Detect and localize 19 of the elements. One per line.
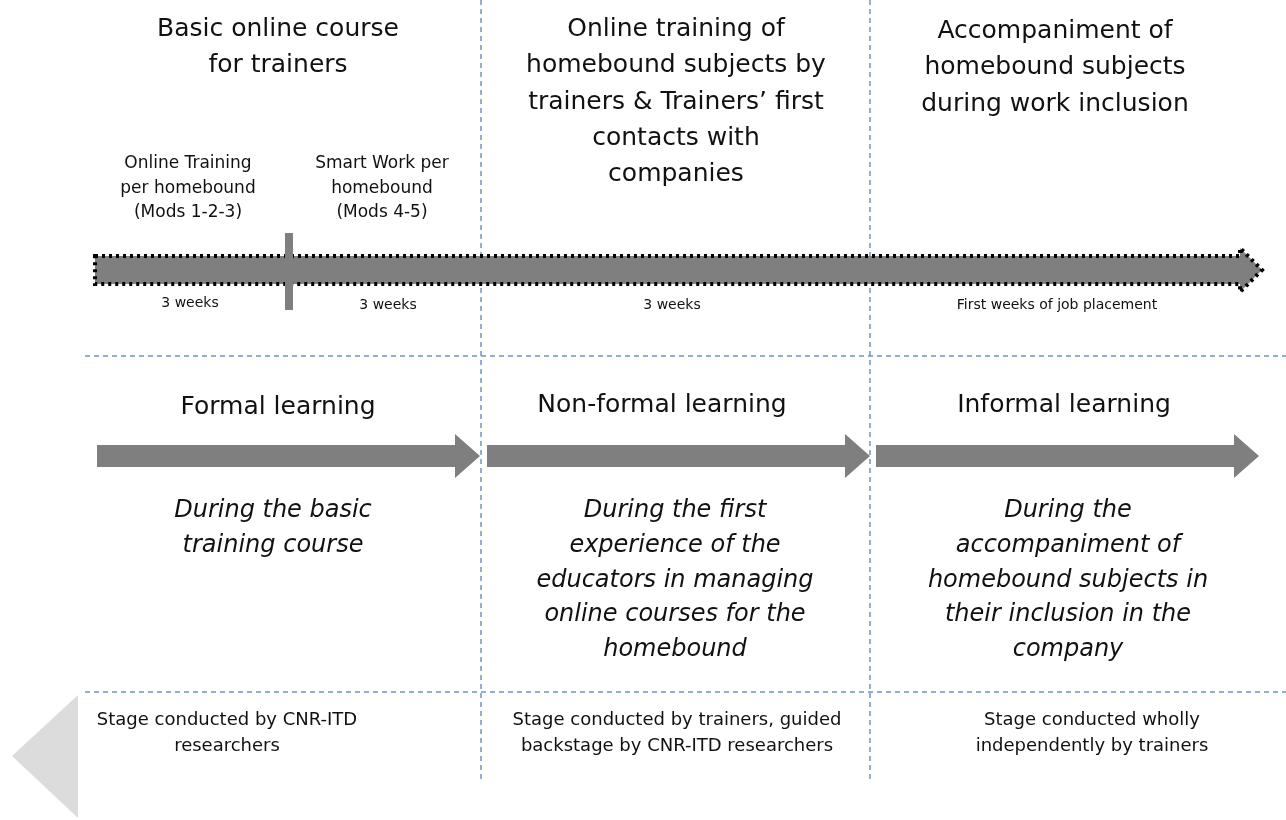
note-text: Stage conducted wholly independently by trainers [974, 707, 1210, 758]
note-text: Stage conducted by trainers, guided backstage by CNR-ITD researchers [511, 707, 843, 758]
duration-label: First weeks of job placement [955, 295, 1159, 314]
duration-label: 3 weeks [642, 295, 702, 314]
learning-type-label: Non-formal learning [536, 388, 788, 420]
duration-label: 3 weeks [160, 293, 220, 312]
learning-type-label: Formal learning [179, 390, 377, 422]
phase-label: Smart Work per homebound (Mods 4-5) [314, 151, 450, 224]
phase-label: Online Training per homebound (Mods 1-2-3) [119, 151, 257, 224]
stage-heading: Online training of homebound subjects by trainers & Trainers’ first contacts with companies [526, 12, 826, 189]
learning-type-label: Informal learning [956, 388, 1172, 420]
triangle-shape [12, 695, 78, 818]
description-text: During the basic training course [173, 494, 373, 560]
stage-heading: Basic online course for trainers [156, 12, 400, 81]
stage-heading: Accompaniment of homebound subjects during work inclusion [920, 14, 1190, 119]
duration-label: 3 weeks [358, 295, 418, 314]
description-text: During the first experience of the educators in managing online courses for the homebound [535, 494, 815, 665]
note-text: Stage conducted by CNR-ITD researchers [95, 707, 359, 758]
description-text: During the accompaniment of homebound subjects in their inclusion in the company [926, 494, 1210, 665]
